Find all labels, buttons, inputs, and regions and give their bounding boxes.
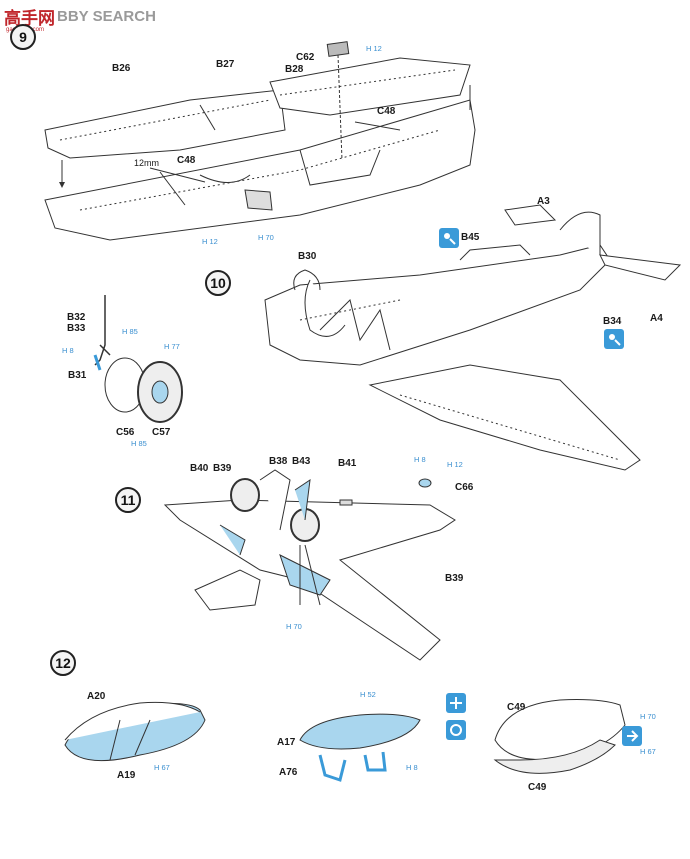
part-label-b26: B26 <box>112 63 131 74</box>
paint-code-b38-b43: H 70 <box>286 622 302 631</box>
part-label-b38: B38 <box>269 456 288 467</box>
dimension-label: 12mm <box>134 158 160 168</box>
paint-code-a76: H 8 <box>406 763 418 772</box>
part-label-b33: B33 <box>67 323 86 334</box>
part-label-a19: A19 <box>117 770 136 781</box>
part-label-c56: C56 <box>116 427 135 438</box>
step-number-10: 10 <box>205 270 231 296</box>
part-label-b32: B32 <box>67 312 86 323</box>
paint-code-wing-right: H 70 <box>258 233 274 242</box>
part-label-b28: B28 <box>285 64 304 75</box>
part-label-b30: B30 <box>298 251 317 262</box>
part-label-c49-top: C49 <box>507 702 526 713</box>
wing-upper-left <box>44 89 286 159</box>
paint-code-c62: H 12 <box>366 44 382 53</box>
wing-lower-outline <box>44 99 476 241</box>
paint-code-c56: H 85 <box>131 439 147 448</box>
part-label-b45: B45 <box>461 232 480 243</box>
paint-code-b31: H 8 <box>62 346 74 355</box>
option-icon <box>622 726 642 746</box>
watermark-brand-cn: 高手网 <box>4 9 55 29</box>
part-label-c57: C57 <box>152 427 171 438</box>
paint-code-c66-a: H 8 <box>414 455 426 464</box>
part-label-b43: B43 <box>292 456 311 467</box>
step-number-9: 9 <box>10 24 36 50</box>
part-label-c62: C62 <box>296 52 315 63</box>
part-label-b39-top: B39 <box>213 463 232 474</box>
step-number-11: 11 <box>115 487 141 513</box>
part-label-b41: B41 <box>338 458 357 469</box>
paint-code-c66-b: H 12 <box>447 460 463 469</box>
main-wing <box>368 364 641 471</box>
drop-tank-a17 <box>299 713 421 750</box>
part-label-a17: A17 <box>277 737 296 748</box>
drill-icon <box>446 693 466 713</box>
paint-code-wing-left: H 12 <box>202 237 218 246</box>
part-label-c48-left: C48 <box>177 155 196 166</box>
part-label-c66: C66 <box>455 482 474 493</box>
part-label-c48-right: C48 <box>377 106 396 117</box>
paint-code-c57: H 77 <box>164 342 180 351</box>
part-label-b39-right: B39 <box>445 573 464 584</box>
part-label-a20: A20 <box>87 691 106 702</box>
glue-icon <box>604 329 624 349</box>
glue-icon <box>439 228 459 248</box>
part-label-b27: B27 <box>216 59 235 70</box>
step-number-12: 12 <box>50 650 76 676</box>
cut-icon <box>446 720 466 740</box>
part-label-a3: A3 <box>537 196 550 207</box>
part-label-b40: B40 <box>190 463 209 474</box>
wing-upper-right <box>269 57 471 116</box>
paint-code-b33: H 85 <box>122 327 138 336</box>
paint-code-c49-b: H 67 <box>640 747 656 756</box>
part-label-c49-bottom: C49 <box>528 782 547 793</box>
watermark-brand-en: BBY SEARCH <box>57 8 156 25</box>
part-label-b31: B31 <box>68 370 87 381</box>
paint-code-a19: H 67 <box>154 763 170 772</box>
part-label-a76: A76 <box>279 767 298 778</box>
paint-code-c49-a: H 70 <box>640 712 656 721</box>
part-label-a4: A4 <box>650 313 663 324</box>
fuselage <box>264 244 611 366</box>
part-label-b34: B34 <box>603 316 622 327</box>
paint-code-a17: H 52 <box>360 690 376 699</box>
